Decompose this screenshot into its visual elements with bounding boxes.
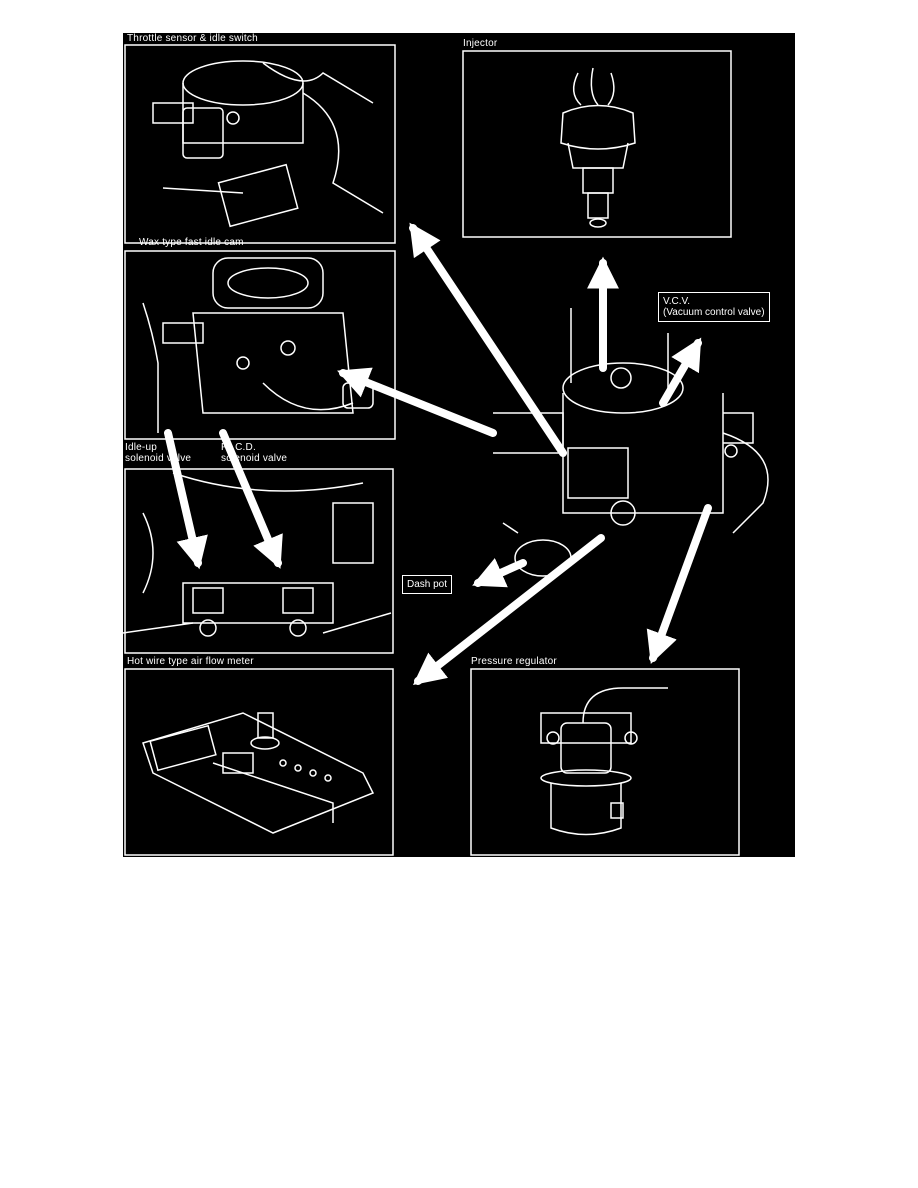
- wax-cam-label: Wax type fast idle cam: [139, 237, 244, 248]
- idle-up-label-line1: Idle-up: [125, 442, 157, 453]
- solenoid-valves-illustration: [123, 472, 392, 637]
- pointer-arrows: [164, 222, 712, 685]
- vcv-label: V.C.V. (Vacuum control valve): [658, 292, 770, 322]
- component-location-diagram: Throttle sensor & idle switch Injector W…: [123, 33, 795, 857]
- throttle-sensor-illustration: [152, 60, 384, 228]
- ficd-label-line1: F.I.C.D.: [221, 442, 256, 453]
- dash-pot-label: Dash pot: [402, 575, 453, 594]
- air-flow-meter-panel: [124, 668, 394, 856]
- idle-up-label-line2: solenoid valve: [125, 453, 192, 464]
- throttle-body-illustration: [493, 308, 769, 577]
- air-flow-meter-illustration: [142, 712, 375, 834]
- vcv-label-line1: V.C.V.: [663, 296, 691, 307]
- pressure-regulator-panel: [470, 668, 740, 856]
- wax-cam-panel: [124, 250, 396, 440]
- ficd-label: F.I.C.D. solenoid valve: [221, 442, 287, 464]
- air-flow-meter-label: Hot wire type air flow meter: [127, 656, 254, 667]
- vcv-label-line2: (Vacuum control valve): [663, 307, 765, 318]
- throttle-sensor-label: Throttle sensor & idle switch: [127, 33, 258, 44]
- ficd-label-line2: solenoid valve: [221, 453, 288, 464]
- pressure-regulator-illustration: [540, 687, 668, 836]
- wax-cam-illustration: [142, 257, 374, 433]
- solenoid-panel: [124, 468, 394, 654]
- injector-panel: [462, 50, 732, 238]
- pressure-regulator-label: Pressure regulator: [471, 656, 557, 667]
- throttle-sensor-panel: [124, 44, 396, 244]
- injector-label: Injector: [463, 38, 498, 49]
- diagram-artwork: [123, 44, 769, 856]
- injector-illustration: [560, 67, 636, 228]
- idle-up-label: Idle-up solenoid valve: [125, 442, 191, 464]
